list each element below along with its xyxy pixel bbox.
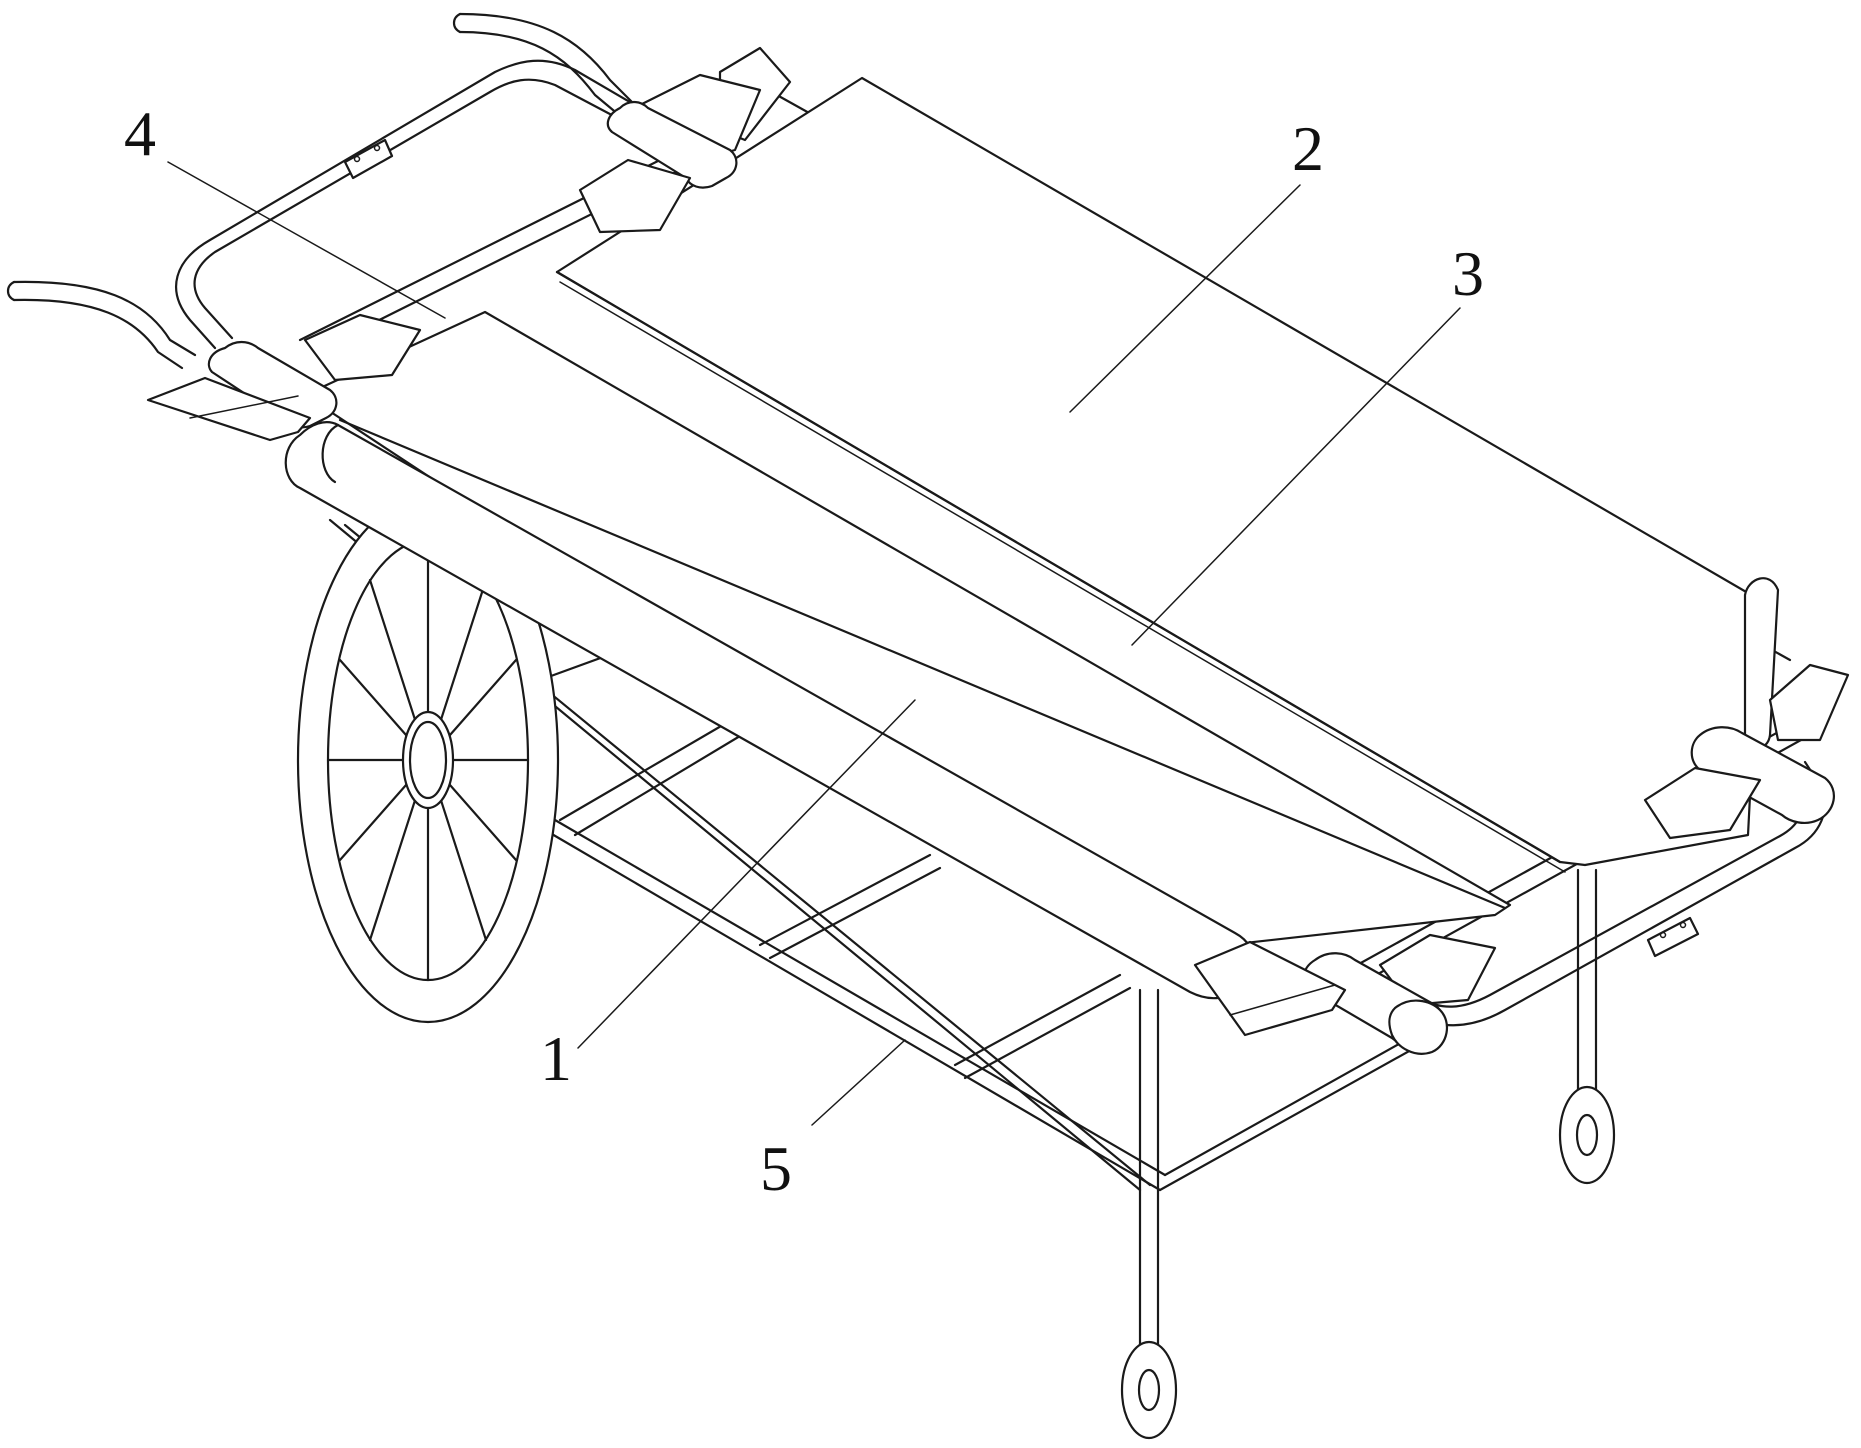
leader-line-1 xyxy=(578,700,915,1048)
callout-label-2: 2 xyxy=(1292,113,1324,184)
front-leg-caster xyxy=(1122,990,1176,1438)
callout-label-4: 4 xyxy=(124,98,156,169)
callout-label-1: 1 xyxy=(540,1023,572,1094)
callout-label-3: 3 xyxy=(1452,238,1484,309)
rear-leg-caster xyxy=(1560,870,1614,1183)
front-rail-joint xyxy=(1648,918,1698,956)
leader-line-5 xyxy=(812,1040,905,1125)
callout-label-5: 5 xyxy=(760,1133,792,1204)
